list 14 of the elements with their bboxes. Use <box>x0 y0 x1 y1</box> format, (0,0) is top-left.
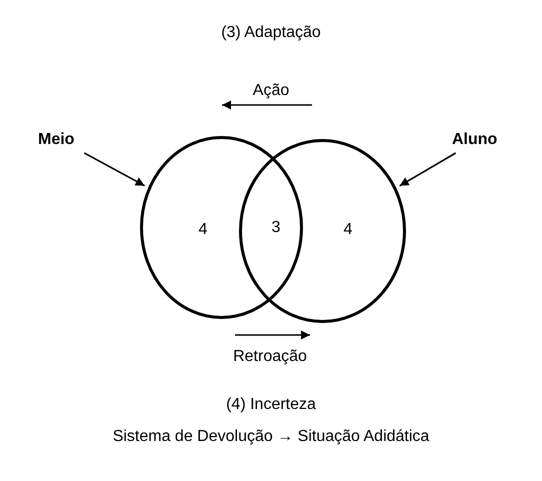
text-label: (4) Incerteza <box>226 395 316 415</box>
node-label: Meio <box>38 130 83 150</box>
text-label: (3) Adaptação <box>221 23 321 43</box>
venn-ellipse <box>140 136 303 319</box>
text-label: Ação <box>252 81 290 101</box>
text-label: Retroação <box>233 347 307 367</box>
node-label: Aluno <box>452 130 504 150</box>
region-number: 4 <box>198 220 208 240</box>
leader-arrow <box>84 152 145 186</box>
region-number: 4 <box>344 220 352 240</box>
leader-arrow <box>399 152 456 186</box>
region-number: 3 <box>272 218 280 238</box>
text-label: Sistema de Devolução → Situação Adidática <box>112 427 430 447</box>
venn-ellipse <box>239 139 406 323</box>
